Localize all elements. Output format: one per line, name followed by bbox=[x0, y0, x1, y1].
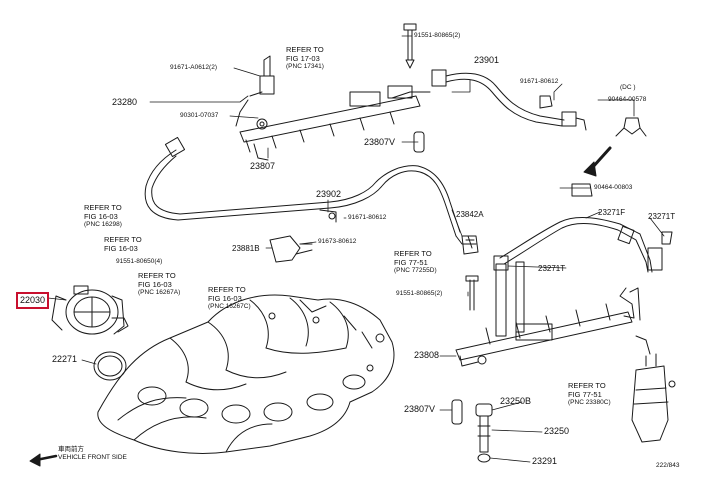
vehicle-front-en: VEHICLE FRONT SIDE bbox=[58, 454, 127, 461]
refer-line1: REFER TO bbox=[568, 381, 606, 390]
part-label-23807v-lower[interactable]: 23807V bbox=[404, 404, 436, 414]
part-label-23902[interactable]: 23902 bbox=[316, 189, 342, 199]
vehicle-front-jp: 車両前方 bbox=[58, 446, 84, 453]
fuel-tube-23901 bbox=[431, 69, 587, 131]
part-label-23280[interactable]: 23280 bbox=[112, 97, 138, 107]
part-label-90464-00803[interactable]: 90464-00803 bbox=[594, 184, 633, 191]
refer-line1: REFER TO bbox=[104, 235, 142, 244]
clip-90464 bbox=[571, 117, 647, 197]
refer-line1: REFER TO bbox=[84, 203, 122, 212]
refer-line2: FIG 17-03 bbox=[286, 53, 320, 63]
part-label-23250[interactable]: 23250 bbox=[544, 426, 570, 436]
refer-line2: FIG 77-51 bbox=[394, 257, 428, 267]
refer-line2: FIG 16-03 bbox=[104, 243, 138, 253]
part-label-90464-00578[interactable]: 90464-00578 bbox=[608, 96, 647, 103]
part-label-23807v-upper[interactable]: 23807V bbox=[364, 137, 396, 147]
refer-line2: FIG 16-03 bbox=[84, 211, 118, 221]
bracket-23842a bbox=[461, 235, 479, 255]
refer-line3: (PNC 16298) bbox=[84, 221, 122, 228]
part-label-22271[interactable]: 22271 bbox=[52, 354, 78, 364]
part-label-91671-80612-mid[interactable]: 91671-80612 bbox=[348, 214, 387, 221]
refer-fig-16-03-b[interactable]: REFER TO FIG 16-03 bbox=[104, 235, 142, 253]
part-label-91551-80865-top[interactable]: 91551-80865(2) bbox=[414, 32, 461, 39]
vehicle-front-arrow bbox=[29, 453, 58, 467]
refer-line3: (PNC 23380C) bbox=[568, 399, 611, 406]
refer-line3: (PNC 16267C) bbox=[208, 303, 251, 310]
refer-line2: FIG 16-03 bbox=[138, 279, 172, 289]
bolt-top bbox=[403, 23, 417, 69]
leader-lines bbox=[47, 35, 665, 463]
fuel-rail-upper bbox=[235, 55, 431, 161]
fuel-rail-lower bbox=[455, 261, 635, 367]
bracket-23881b bbox=[269, 209, 337, 263]
fuel-tube-23271f bbox=[493, 217, 673, 273]
part-label-91671-a0612[interactable]: 91671-A0612(2) bbox=[170, 64, 217, 71]
intake-manifold bbox=[97, 294, 395, 454]
part-label-22030[interactable]: 22030 bbox=[16, 292, 50, 309]
refer-line3: (PNC 17341) bbox=[286, 63, 324, 70]
part-label-23881b[interactable]: 23881B bbox=[232, 244, 260, 253]
part-label-90301-07037[interactable]: 90301-07037 bbox=[180, 112, 219, 119]
refer-line1: REFER TO bbox=[394, 249, 432, 258]
part-label-23808[interactable]: 23808 bbox=[414, 350, 440, 360]
refer-line3: (PNC 16267A) bbox=[138, 289, 181, 296]
refer-line1: REFER TO bbox=[138, 271, 176, 280]
dc-note: (DC ) bbox=[620, 84, 636, 91]
part-label-23271f[interactable]: 23271F bbox=[598, 208, 626, 217]
figure-id: 222/843 bbox=[656, 462, 680, 469]
fuel-hose-23902 bbox=[144, 136, 477, 249]
refer-line3: (PNC 77255D) bbox=[394, 267, 437, 274]
refer-line2: FIG 16-03 bbox=[208, 293, 242, 303]
part-label-23842a[interactable]: 23842A bbox=[456, 210, 484, 219]
refer-line2: FIG 77-51 bbox=[568, 389, 602, 399]
fuel-pump bbox=[629, 287, 676, 443]
injector-23250 bbox=[451, 399, 493, 463]
part-label-23250b[interactable]: 23250B bbox=[500, 396, 532, 406]
refer-fig-17-03[interactable]: REFER TO FIG 17-03 (PNC 17341) bbox=[286, 45, 324, 72]
throttle-body bbox=[51, 285, 129, 335]
part-label-91671-80612-right[interactable]: 91671-80612 bbox=[520, 78, 559, 85]
refer-line1: REFER TO bbox=[208, 285, 246, 294]
part-label-91551-80865-lower[interactable]: 91551-80865(2) bbox=[396, 290, 443, 297]
refer-fig-16-03-d[interactable]: REFER TO FIG 16-03 (PNC 16267C) bbox=[208, 285, 251, 312]
vehicle-front-label: 車両前方 VEHICLE FRONT SIDE bbox=[58, 446, 127, 462]
part-label-23291[interactable]: 23291 bbox=[532, 456, 558, 466]
refer-fig-77-51-b[interactable]: REFER TO FIG 77-51 (PNC 23380C) bbox=[568, 381, 611, 408]
refer-line1: REFER TO bbox=[286, 45, 324, 54]
refer-fig-16-03-a[interactable]: REFER TO FIG 16-03 (PNC 16298) bbox=[84, 203, 122, 230]
part-label-23807[interactable]: 23807 bbox=[250, 161, 276, 171]
refer-fig-77-51-a[interactable]: REFER TO FIG 77-51 (PNC 77255D) bbox=[394, 249, 437, 276]
gasket-22271 bbox=[93, 351, 127, 381]
part-label-23271t-mid[interactable]: 23271T bbox=[538, 264, 566, 273]
part-label-23271t-right[interactable]: 23271T bbox=[648, 212, 676, 221]
refer-fig-16-03-c[interactable]: REFER TO FIG 16-03 (PNC 16267A) bbox=[138, 271, 181, 298]
part-label-23901[interactable]: 23901 bbox=[474, 55, 500, 65]
part-label-91551-80650[interactable]: 91551-80650(4) bbox=[116, 258, 163, 265]
part-label-91673-80612[interactable]: 91673-80612 bbox=[318, 238, 357, 245]
